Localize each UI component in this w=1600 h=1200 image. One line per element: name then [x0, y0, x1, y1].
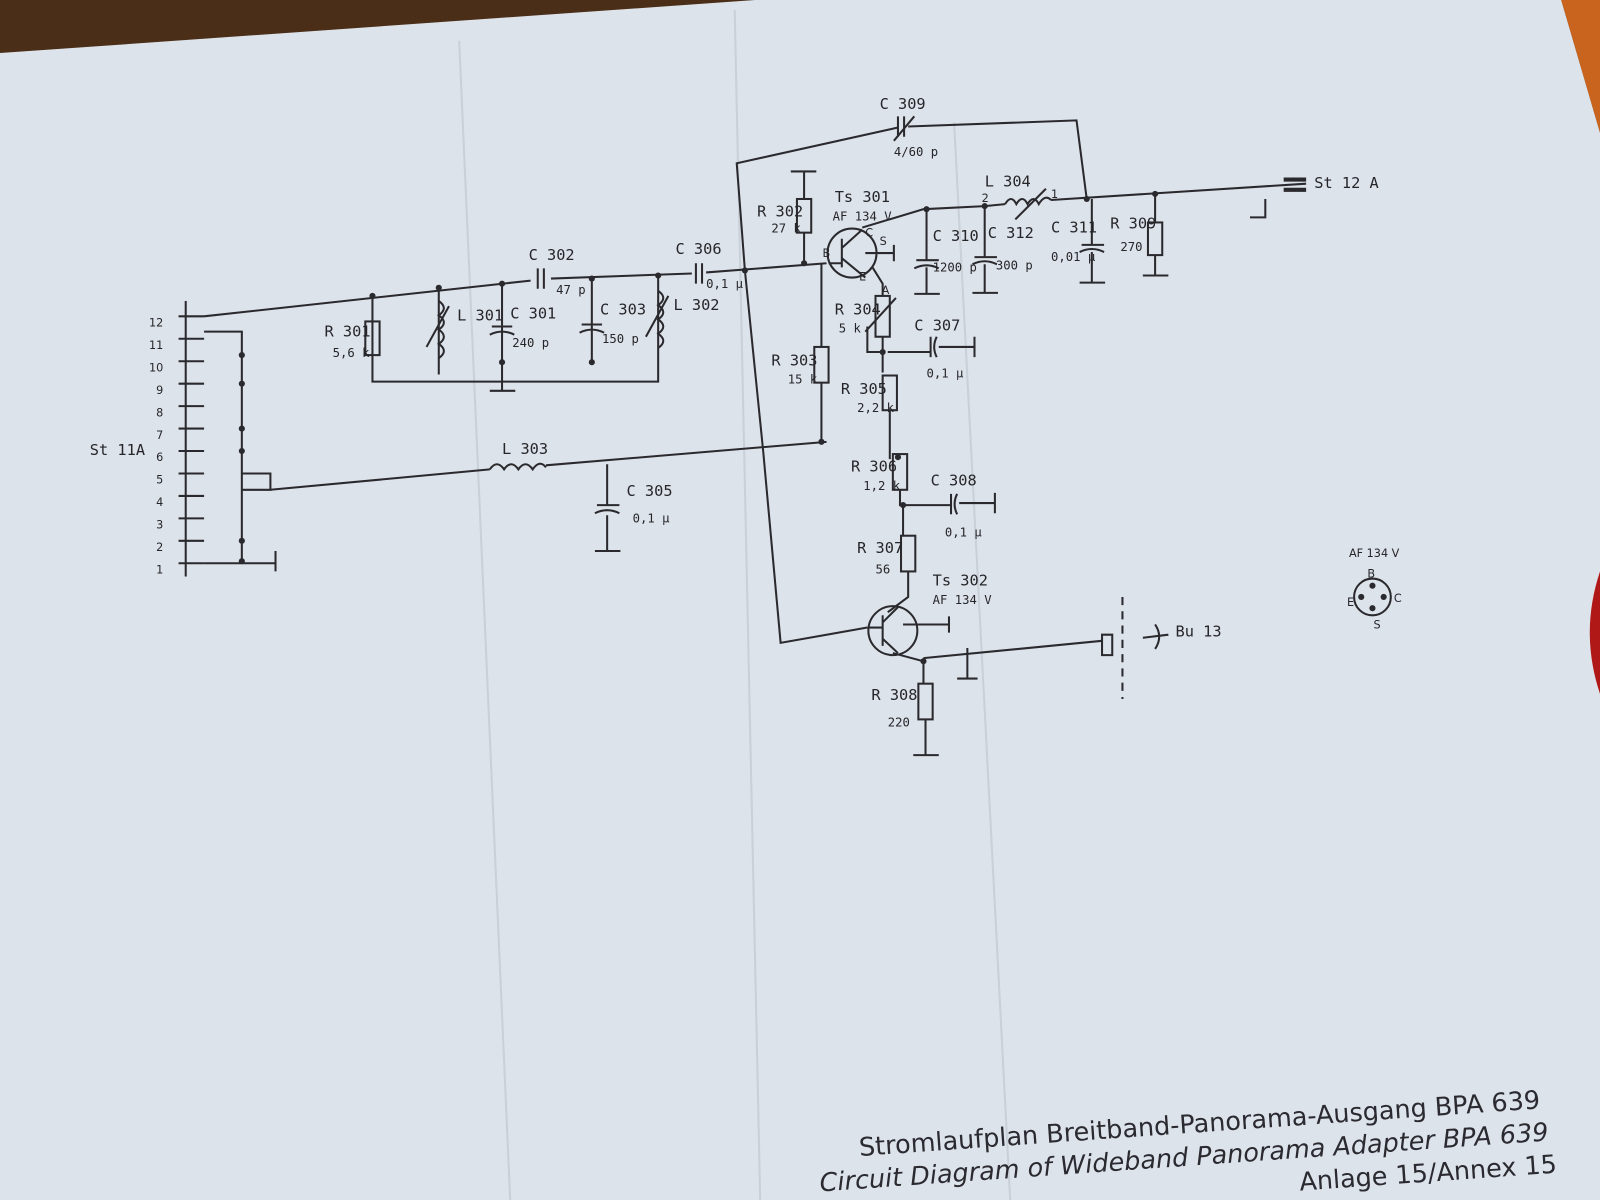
label-r301: R 301	[324, 323, 370, 341]
label-l304: L 304	[985, 173, 1031, 191]
paper-fold	[458, 40, 512, 1200]
value-ts301: AF 134 V	[833, 209, 893, 223]
value-r309: 270	[1120, 240, 1142, 254]
value-c308: 0,1 µ	[945, 526, 982, 540]
label-c308: C 308	[931, 472, 977, 490]
terminal-label: E	[859, 271, 866, 284]
label-c301: C 301	[510, 304, 556, 322]
pin-label: 10	[149, 361, 163, 374]
value-c310: 1200 p	[933, 260, 977, 274]
paper-fold	[733, 10, 762, 1200]
label-r302: R 302	[757, 202, 803, 220]
value-c303: 150 p	[602, 332, 639, 346]
pin-label: 6	[156, 451, 163, 464]
terminal-label: A	[882, 284, 890, 297]
label-st12a: St 12 A	[1314, 174, 1378, 192]
label-st11a: St 11A	[90, 441, 145, 459]
value-r305: 2,2 k	[857, 401, 894, 415]
label-r308: R 308	[871, 686, 917, 704]
label-c312: C 312	[988, 224, 1034, 242]
label-c302: C 302	[529, 246, 575, 264]
terminal-label: 2	[982, 192, 989, 205]
label-r303: R 303	[771, 351, 817, 369]
pin-label: 8	[156, 406, 163, 419]
value-r302: 27 k	[771, 222, 801, 236]
pinout-label: AF 134 V	[1349, 547, 1400, 560]
pin-label: 2	[156, 541, 163, 554]
connector-st11a: St 11A 1 2 3 4 5 6 7 8 9 10 11 12	[90, 301, 277, 577]
label-l302: L 302	[673, 296, 719, 314]
value-r306: 1,2 k	[863, 479, 900, 493]
pinout-dots	[1358, 582, 1387, 612]
terminal-label: 1	[1051, 188, 1058, 201]
label-c306: C 306	[676, 240, 722, 258]
label-c305: C 305	[627, 482, 673, 500]
label-c303: C 303	[600, 300, 646, 318]
label-r307: R 307	[857, 539, 903, 557]
value-r304: 5 k	[839, 322, 862, 336]
label-l303: L 303	[502, 440, 548, 458]
pin-label: 12	[149, 317, 163, 330]
value-c306: 0,1 µ	[706, 277, 743, 291]
orange-object	[1561, 0, 1600, 133]
paper-fold	[953, 122, 1012, 1200]
terminal-label: S	[880, 235, 887, 248]
pinout-b: B	[1367, 568, 1375, 581]
red-object	[1589, 571, 1600, 694]
value-c311: 0,01 µ	[1051, 250, 1096, 264]
pin-label: 4	[156, 496, 163, 509]
component-symbols	[364, 115, 1392, 721]
value-c302: 47 p	[556, 283, 585, 297]
value-r308: 220	[888, 716, 910, 730]
pin-numbers: 1 2 3 4 5 6 7 8 9 10 11 12	[149, 317, 163, 577]
label-ts302: Ts 302	[933, 572, 988, 590]
value-r303: 15 k	[788, 373, 818, 387]
value-c305: 0,1 µ	[633, 511, 670, 525]
pin-label: 9	[156, 384, 163, 397]
pinout-e: E	[1347, 596, 1354, 609]
value-c309: 4/60 p	[894, 145, 938, 159]
value-c312: 300 p	[996, 258, 1033, 272]
label-r305: R 305	[841, 380, 887, 398]
label-l301: L 301	[457, 306, 503, 324]
label-c309: C 309	[880, 95, 926, 113]
value-r301: 5,6 k	[333, 346, 370, 360]
value-c301: 240 p	[512, 336, 549, 350]
pin-label: 5	[156, 474, 163, 487]
label-r304: R 304	[835, 300, 881, 318]
label-c307: C 307	[914, 317, 960, 335]
label-bu13: Bu 13	[1176, 623, 1222, 641]
value-r307: 56	[876, 562, 891, 576]
pin-label: 3	[156, 519, 163, 532]
value-ts302: AF 134 V	[933, 593, 993, 607]
pin-label: 11	[149, 339, 163, 352]
terminal-label: B	[822, 247, 830, 260]
junction-dots	[238, 190, 1159, 665]
label-r309: R 309	[1110, 215, 1156, 233]
label-r306: R 306	[851, 457, 897, 475]
label-c310: C 310	[933, 227, 979, 245]
pin-label: 7	[156, 429, 163, 442]
terminal-label: C	[865, 227, 873, 240]
value-c307: 0,1 µ	[927, 367, 964, 381]
label-c311: C 311	[1051, 219, 1097, 237]
pinout-s: S	[1373, 619, 1380, 632]
pinout-c: C	[1394, 592, 1402, 605]
label-ts301: Ts 301	[835, 188, 890, 206]
pin-label: 1	[156, 563, 163, 576]
component-labels: R 301 5,6 k L 301 C 301 240 p C 302 47 p…	[324, 95, 1401, 729]
